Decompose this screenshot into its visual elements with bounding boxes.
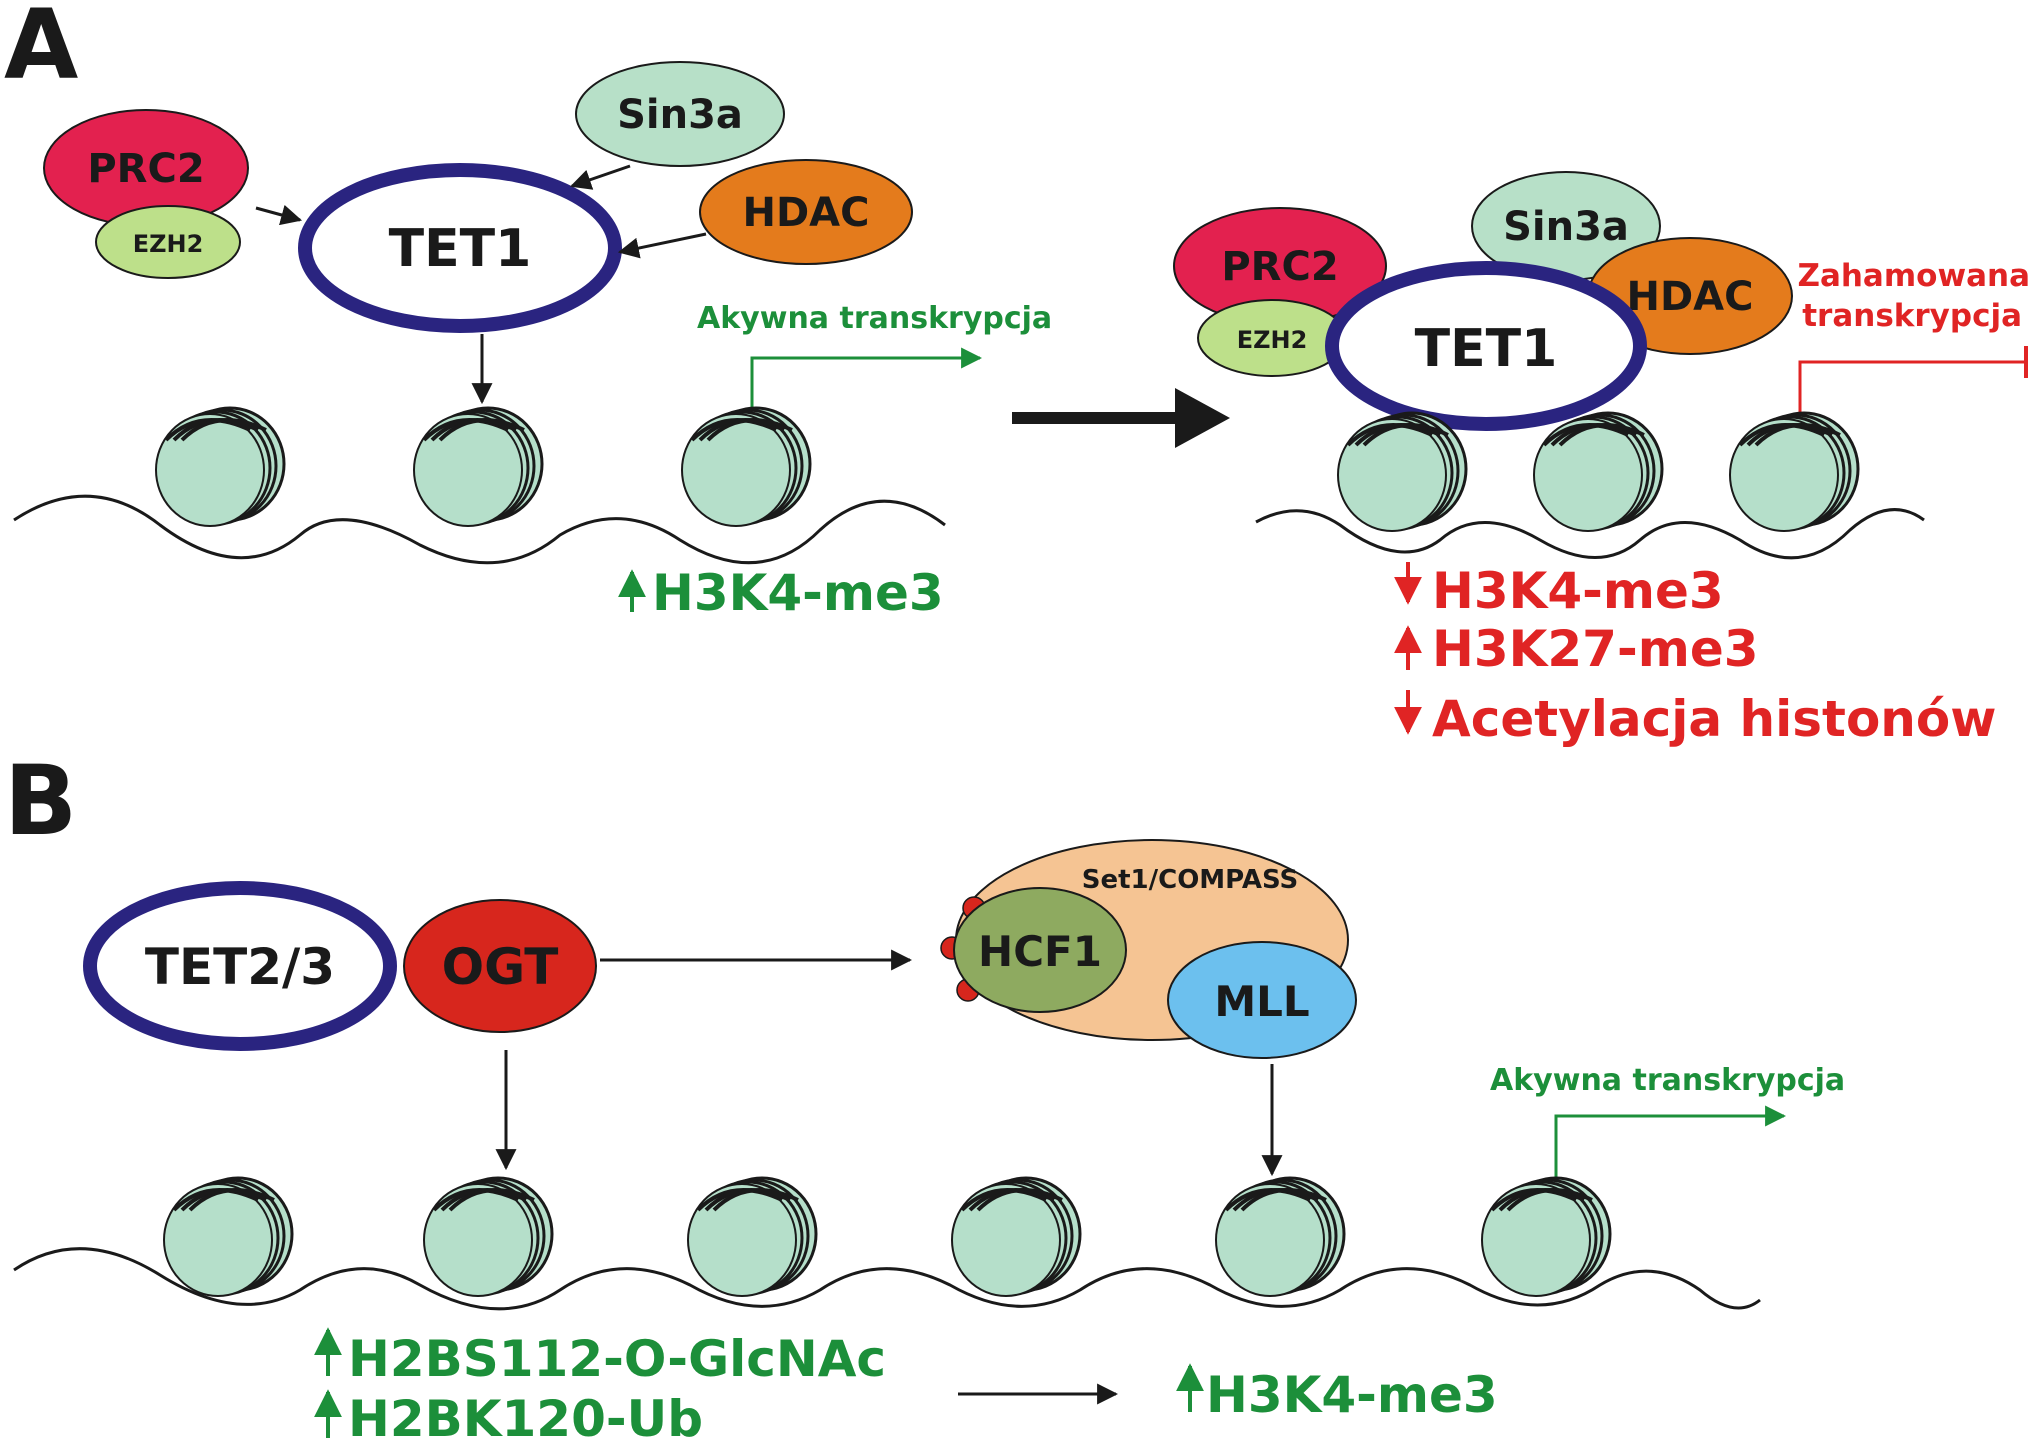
prc2-label: PRC2 [1221, 244, 1338, 290]
active-transcription-label: Akywna transkrypcja [697, 301, 1052, 336]
ezh2-label: EZH2 [133, 230, 204, 258]
compass-label: Set1/COMPASS [1082, 865, 1299, 895]
hdac-label: HDAC [743, 190, 870, 236]
nucleosome [681, 406, 812, 527]
nucleosome [413, 406, 544, 527]
nucleosome [1337, 411, 1468, 532]
ogt-label: OGT [442, 938, 559, 996]
nucleosome [155, 406, 286, 527]
histone-mark-text: H2BS112-O-GlcNAc [348, 1330, 886, 1388]
nucleosome [687, 1176, 818, 1297]
arrow-prc2-to-tet1 [255, 204, 303, 226]
sin3a-label: Sin3a [1503, 204, 1629, 250]
sin3a-label: Sin3a [617, 92, 743, 138]
histone-mark-text: H3K4-me3 [652, 564, 944, 622]
ezh2-subunit [95, 205, 241, 279]
repressed-transcription-label: transkrypcja [1802, 298, 2022, 334]
sin3a-protein [575, 61, 785, 167]
panel-b-label: B [4, 745, 77, 857]
histone-mark-text: Acetylacja histonów [1432, 690, 1996, 748]
histone-mark-text: H3K4-me3 [1206, 1366, 1498, 1424]
tet1-protein [298, 163, 622, 333]
active-transcription-arrow [750, 347, 983, 415]
active-transcription-label: Akywna transkrypcja [1490, 1063, 1845, 1098]
nucleosome [1729, 411, 1860, 532]
nucleosome [423, 1176, 554, 1297]
mll-protein [1167, 941, 1357, 1059]
repressed-transcription-label: Zahamowana [1797, 258, 2030, 294]
dna-strand [13, 494, 946, 565]
repressed-transcription-line [1798, 360, 2024, 418]
dna-strand [13, 1247, 1761, 1311]
nucleosome [1481, 1176, 1612, 1297]
panel-a-label: A [4, 0, 78, 101]
prc2-label: PRC2 [87, 146, 204, 192]
arrow-hdac-to-tet1 [617, 232, 707, 259]
tet1-label: TET1 [389, 219, 532, 279]
histone-mark-text: H2BK120-Ub [348, 1390, 703, 1443]
tet1-protein [1325, 261, 1647, 431]
hcf1-protein [953, 887, 1127, 1013]
arrow-sin3a-to-tet1 [570, 164, 631, 190]
nucleosome [163, 1176, 294, 1297]
hcf1-label: HCF1 [978, 927, 1102, 976]
active-transcription-arrow [1554, 1105, 1787, 1178]
dna-strand [1255, 508, 1925, 560]
nucleosome [951, 1176, 1082, 1297]
nucleosome [1533, 411, 1664, 532]
nucleosome [1215, 1176, 1346, 1297]
transition-arrowhead [1175, 388, 1230, 448]
ogt-enzyme [403, 899, 597, 1033]
histone-mark-text: H3K27-me3 [1432, 620, 1759, 678]
tet1-label: TET1 [1415, 319, 1558, 379]
mll-label: MLL [1214, 977, 1309, 1026]
hdac-label: HDAC [1627, 274, 1754, 320]
tet23-label: TET2/3 [145, 938, 335, 996]
histone-mark-text: H3K4-me3 [1432, 562, 1724, 620]
nucleosome-layer [155, 406, 1860, 1297]
hdac-enzyme [699, 159, 913, 265]
tet23-protein [83, 881, 397, 1051]
ezh2-label: EZH2 [1237, 326, 1308, 354]
